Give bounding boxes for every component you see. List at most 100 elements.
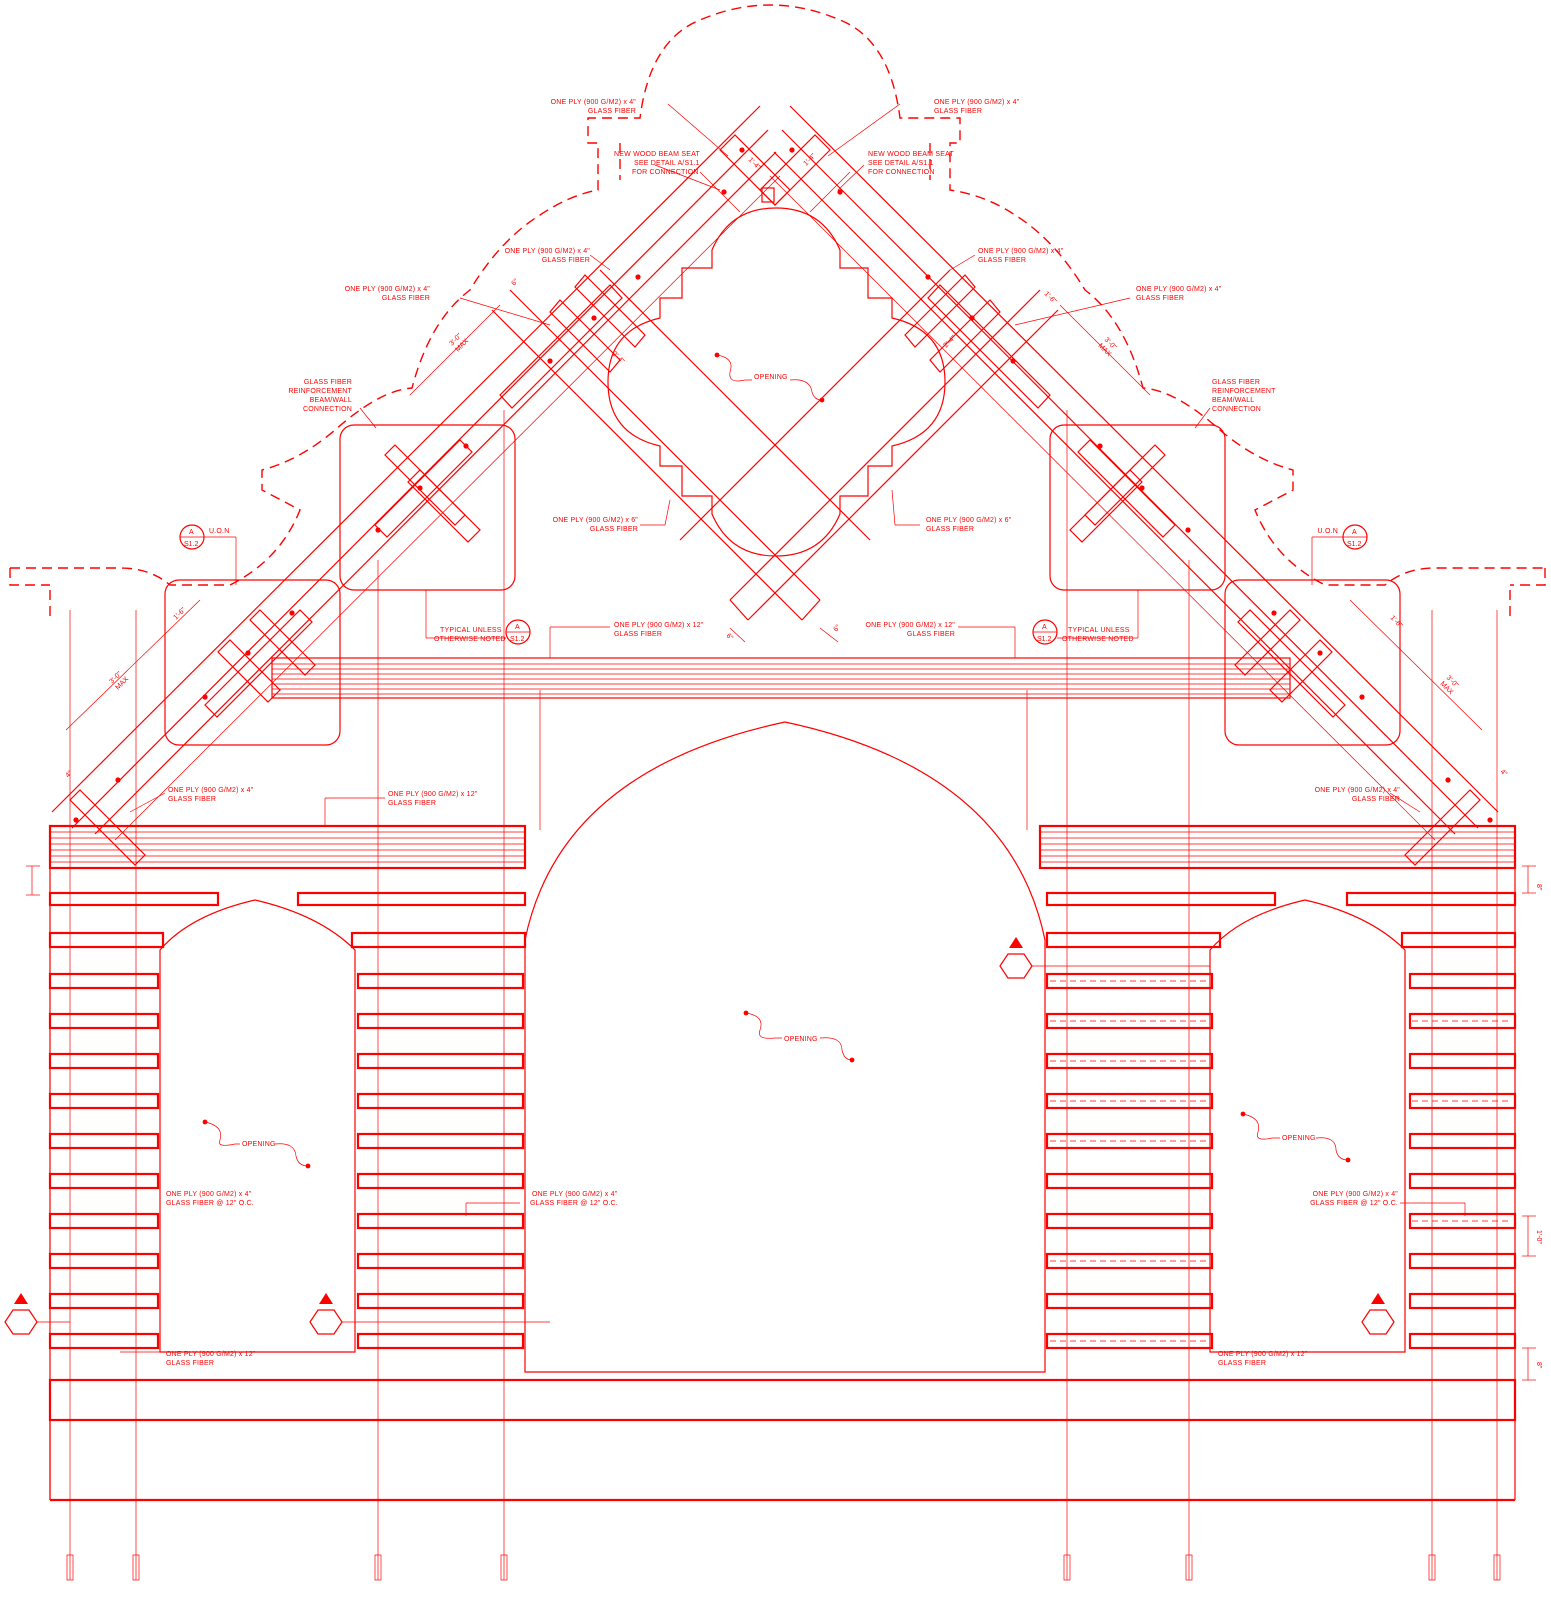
note-reinf-right-1: GLASS FIBER (1212, 379, 1260, 386)
uon-left: U.O.N (209, 528, 229, 535)
opening-center-label: OPENING (784, 1036, 818, 1043)
note-ply6-right-1: ONE PLY (900 G/M2) x 6" (926, 517, 1012, 524)
note-beam-seat-left-3: FOR CONNECTION (632, 169, 699, 176)
detail-bubble-left-typical: A S1.2 (425, 590, 531, 645)
opening-markers (202, 352, 1351, 1169)
note-ply4-mid-left-1: ONE PLY (900 G/M2) x 4" (505, 248, 591, 255)
bubble-letter: A (189, 529, 194, 536)
note-beam-seat-right-1: NEW WOOD BEAM SEAT (868, 151, 954, 158)
note-ply4-low-right-1: ONE PLY (900 G/M2) x 4" (1315, 787, 1401, 794)
wall-outline (48, 868, 1517, 1502)
note-ply4-far-right-2: GLASS FIBER (1136, 295, 1184, 302)
detail-bubble-right-typical: A S1.2 (1032, 590, 1139, 645)
vertical-column-lines (69, 410, 1498, 1580)
dim-1-0-right: 1'-0" (1535, 1230, 1542, 1244)
beam-wall-connection-boxes (164, 424, 1401, 746)
note-ply12-top-left-1: ONE PLY (900 G/M2) x 12" (614, 622, 704, 629)
pile-tips (66, 1554, 1501, 1581)
note-ply4-top-right-1: ONE PLY (900 G/M2) x 4" (934, 99, 1020, 106)
note-reinf-left-3: BEAM/WALL (310, 397, 352, 404)
note-ply4-top-left-2: GLASS FIBER (588, 108, 636, 115)
left-rafter-crossing-strips (69, 274, 646, 866)
note-reinf-left-4: CONNECTION (303, 406, 352, 413)
anchor-dots (73, 147, 1493, 823)
note-beam-seat-left-2: SEE DETAIL A/S1.1 (634, 160, 700, 167)
bubble-letter: A (1352, 529, 1357, 536)
note-ply12-top-right-1: ONE PLY (900 G/M2) x 12" (865, 622, 955, 629)
note-ply4-top-left-1: ONE PLY (900 G/M2) x 4" (551, 99, 637, 106)
dimension-labels: 3'-0" MAX 3'-0" MAX 3'-0" MAX 3'-0" MAX … (64, 152, 1542, 1369)
note-ply12-base-left-2: GLASS FIBER (166, 1360, 214, 1367)
horizontal-tie-beam (271, 657, 1291, 699)
dim-2-4-right: 2'-4" (942, 334, 957, 349)
bubble-sheet: S1.2 (510, 636, 525, 643)
note-typical-right-2: OTHERWISE NOTED (1062, 636, 1134, 643)
central-pointed-arch (524, 721, 1046, 1373)
dim-6-right-bottom: 6" (832, 624, 842, 634)
note-ply4-far-right-1: ONE PLY (900 G/M2) x 4" (1136, 286, 1222, 293)
note-typical-left-1: TYPICAL UNLESS (440, 627, 502, 634)
leader-lines (120, 103, 1466, 1353)
dim-4-left: 4" (64, 770, 74, 780)
note-ply12-base-left-1: ONE PLY (900 G/M2) x 12" (166, 1351, 256, 1358)
left-rafter-beam (51, 105, 781, 841)
right-rafter-crossing-strips (904, 274, 1481, 866)
note-ply12-low-left-2: GLASS FIBER (388, 800, 436, 807)
bubble-letter: A (1042, 624, 1047, 631)
note-ply4oc-left-1: ONE PLY (900 G/M2) x 4" (166, 1191, 252, 1198)
opening-right-label: OPENING (1282, 1135, 1316, 1142)
opening-top-label: OPENING (754, 374, 788, 381)
note-beam-seat-right-2: SEE DETAIL A/S1.1 (868, 160, 934, 167)
left-side-arch (159, 899, 356, 1353)
bubble-letter: A (515, 624, 520, 631)
uon-right: U.O.N (1318, 528, 1338, 535)
note-ply4-far-left-1: ONE PLY (900 G/M2) x 4" (345, 286, 431, 293)
detail-bubble-left-upper: A S1.2 (179, 524, 237, 585)
note-ply12-low-left-1: ONE PLY (900 G/M2) x 12" (388, 791, 478, 798)
dimension-marks (26, 304, 1536, 1381)
note-ply4oc-center-2: GLASS FIBER @ 12" O.C. (530, 1200, 618, 1207)
inner-diagonal-braces (491, 269, 1059, 621)
dim-8-right-top: 8" (1535, 884, 1542, 891)
note-ply4oc-right-2: GLASS FIBER @ 12" O.C. (1310, 1200, 1398, 1207)
note-typical-left-2: OTHERWISE NOTED (434, 636, 506, 643)
bubble-sheet: S1.2 (184, 541, 199, 548)
note-ply12-base-right-2: GLASS FIBER (1218, 1360, 1266, 1367)
note-ply4-top-right-2: GLASS FIBER (934, 108, 982, 115)
left-top-lintel (48, 824, 527, 870)
note-ply4-low-left-1: ONE PLY (900 G/M2) x 4" (168, 787, 254, 794)
left-wall-bands (48, 891, 527, 1350)
note-reinf-right-3: BEAM/WALL (1212, 397, 1254, 404)
quatrefoil-opening (607, 207, 946, 557)
note-ply4oc-right-1: ONE PLY (900 G/M2) x 4" (1313, 1191, 1399, 1198)
dim-4-right: 4" (1499, 768, 1509, 778)
right-top-lintel (1038, 824, 1517, 870)
note-reinf-left-1: GLASS FIBER (304, 379, 352, 386)
dim-2-4-left: 2'-4" (611, 350, 626, 365)
note-ply12-top-right-2: GLASS FIBER (907, 631, 955, 638)
note-ply4oc-left-2: GLASS FIBER @ 12" O.C. (166, 1200, 254, 1207)
right-rafter-beam (769, 105, 1499, 841)
section-hex-markers (4, 937, 1395, 1335)
note-typical-right-1: TYPICAL UNLESS (1068, 627, 1130, 634)
ridge-glass-fiber-strips (699, 134, 851, 213)
bubble-sheet: S1.2 (1347, 541, 1362, 548)
note-ply4-mid-left-2: GLASS FIBER (542, 257, 590, 264)
note-ply6-left-1: ONE PLY (900 G/M2) x 6" (553, 517, 639, 524)
note-reinf-right-4: CONNECTION (1212, 406, 1261, 413)
note-ply4-far-left-2: GLASS FIBER (382, 295, 430, 302)
opening-left-label: OPENING (242, 1141, 276, 1148)
note-reinf-left-2: REINFORCEMENT (288, 388, 352, 395)
note-ply6-left-2: GLASS FIBER (590, 526, 638, 533)
dim-1-6-right: 1'-6" (1389, 614, 1404, 629)
note-beam-seat-left-1: NEW WOOD BEAM SEAT (614, 151, 700, 158)
note-ply4-mid-right-1: ONE PLY (900 G/M2) x 4" (978, 248, 1064, 255)
dim-1-6-right-top: 1'-6" (1043, 290, 1058, 305)
bubble-sheet: S1.2 (1037, 636, 1052, 643)
note-beam-seat-right-3: FOR CONNECTION (868, 169, 935, 176)
note-ply12-base-right-1: ONE PLY (900 G/M2) x 12" (1218, 1351, 1308, 1358)
detail-bubble-right-upper: A S1.2 (1311, 524, 1368, 585)
dim-8-right-bottom: 8" (1535, 1362, 1542, 1369)
note-reinf-right-2: REINFORCEMENT (1212, 388, 1276, 395)
